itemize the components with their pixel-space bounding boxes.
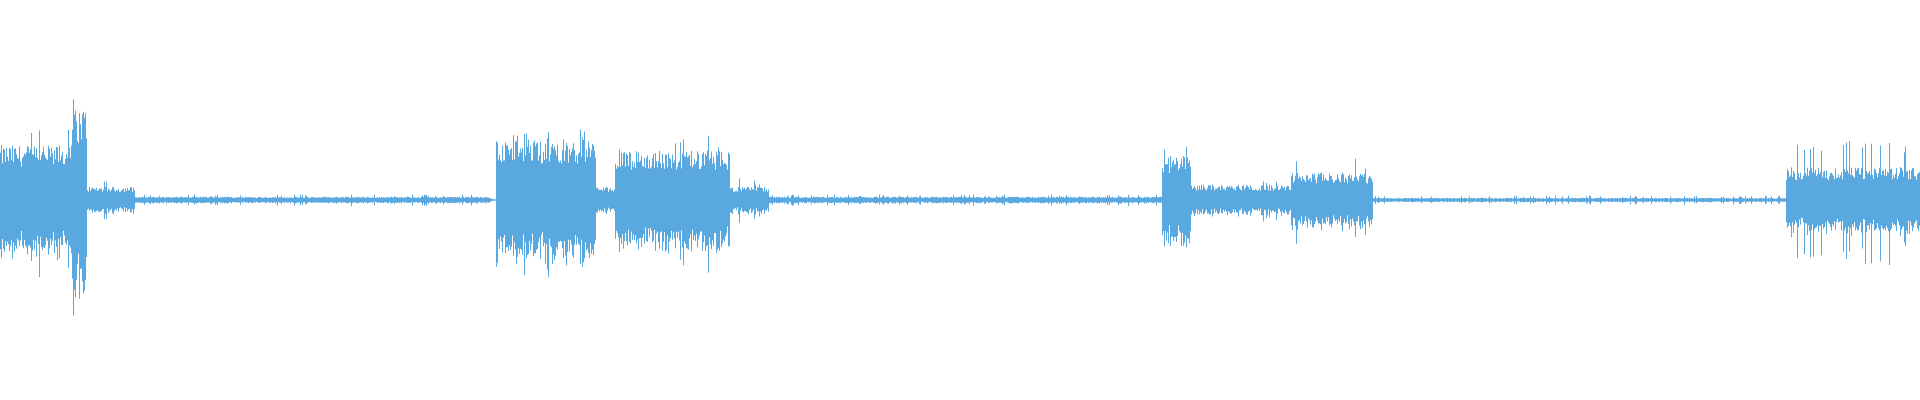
waveform-path — [0, 99, 1920, 316]
